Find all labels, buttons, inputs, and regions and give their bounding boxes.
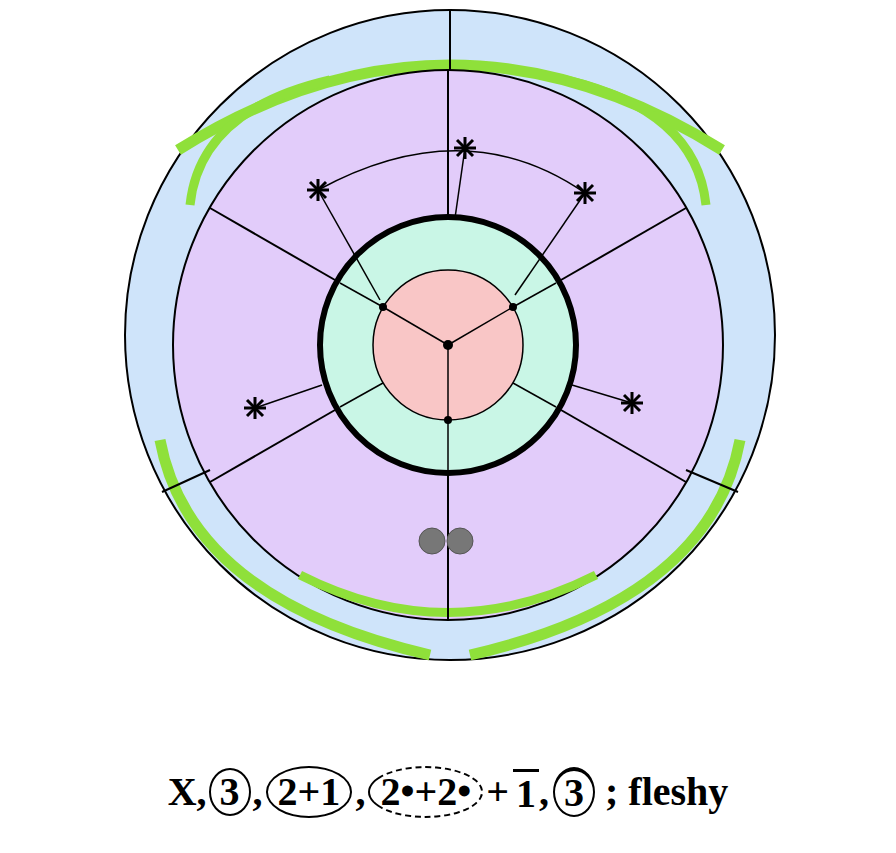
- oval-group: 2+1: [266, 766, 353, 818]
- formula-text: ,: [355, 770, 365, 814]
- dashed-oval-group: 2•+2•: [368, 766, 483, 818]
- formula-text: ; fleshy: [605, 770, 728, 814]
- asterisks: [244, 137, 643, 419]
- floral-formula: X,3,2+1,2•+2•+1,3; fleshy: [0, 752, 896, 832]
- circled-number: 3: [553, 767, 595, 817]
- formula-text: X,: [168, 770, 207, 814]
- formula-text: +: [486, 770, 509, 814]
- formula-text: ,: [539, 770, 549, 814]
- circled-number: 3: [209, 768, 251, 816]
- formula-text: ,: [253, 770, 263, 814]
- barred-number: 1: [513, 769, 539, 816]
